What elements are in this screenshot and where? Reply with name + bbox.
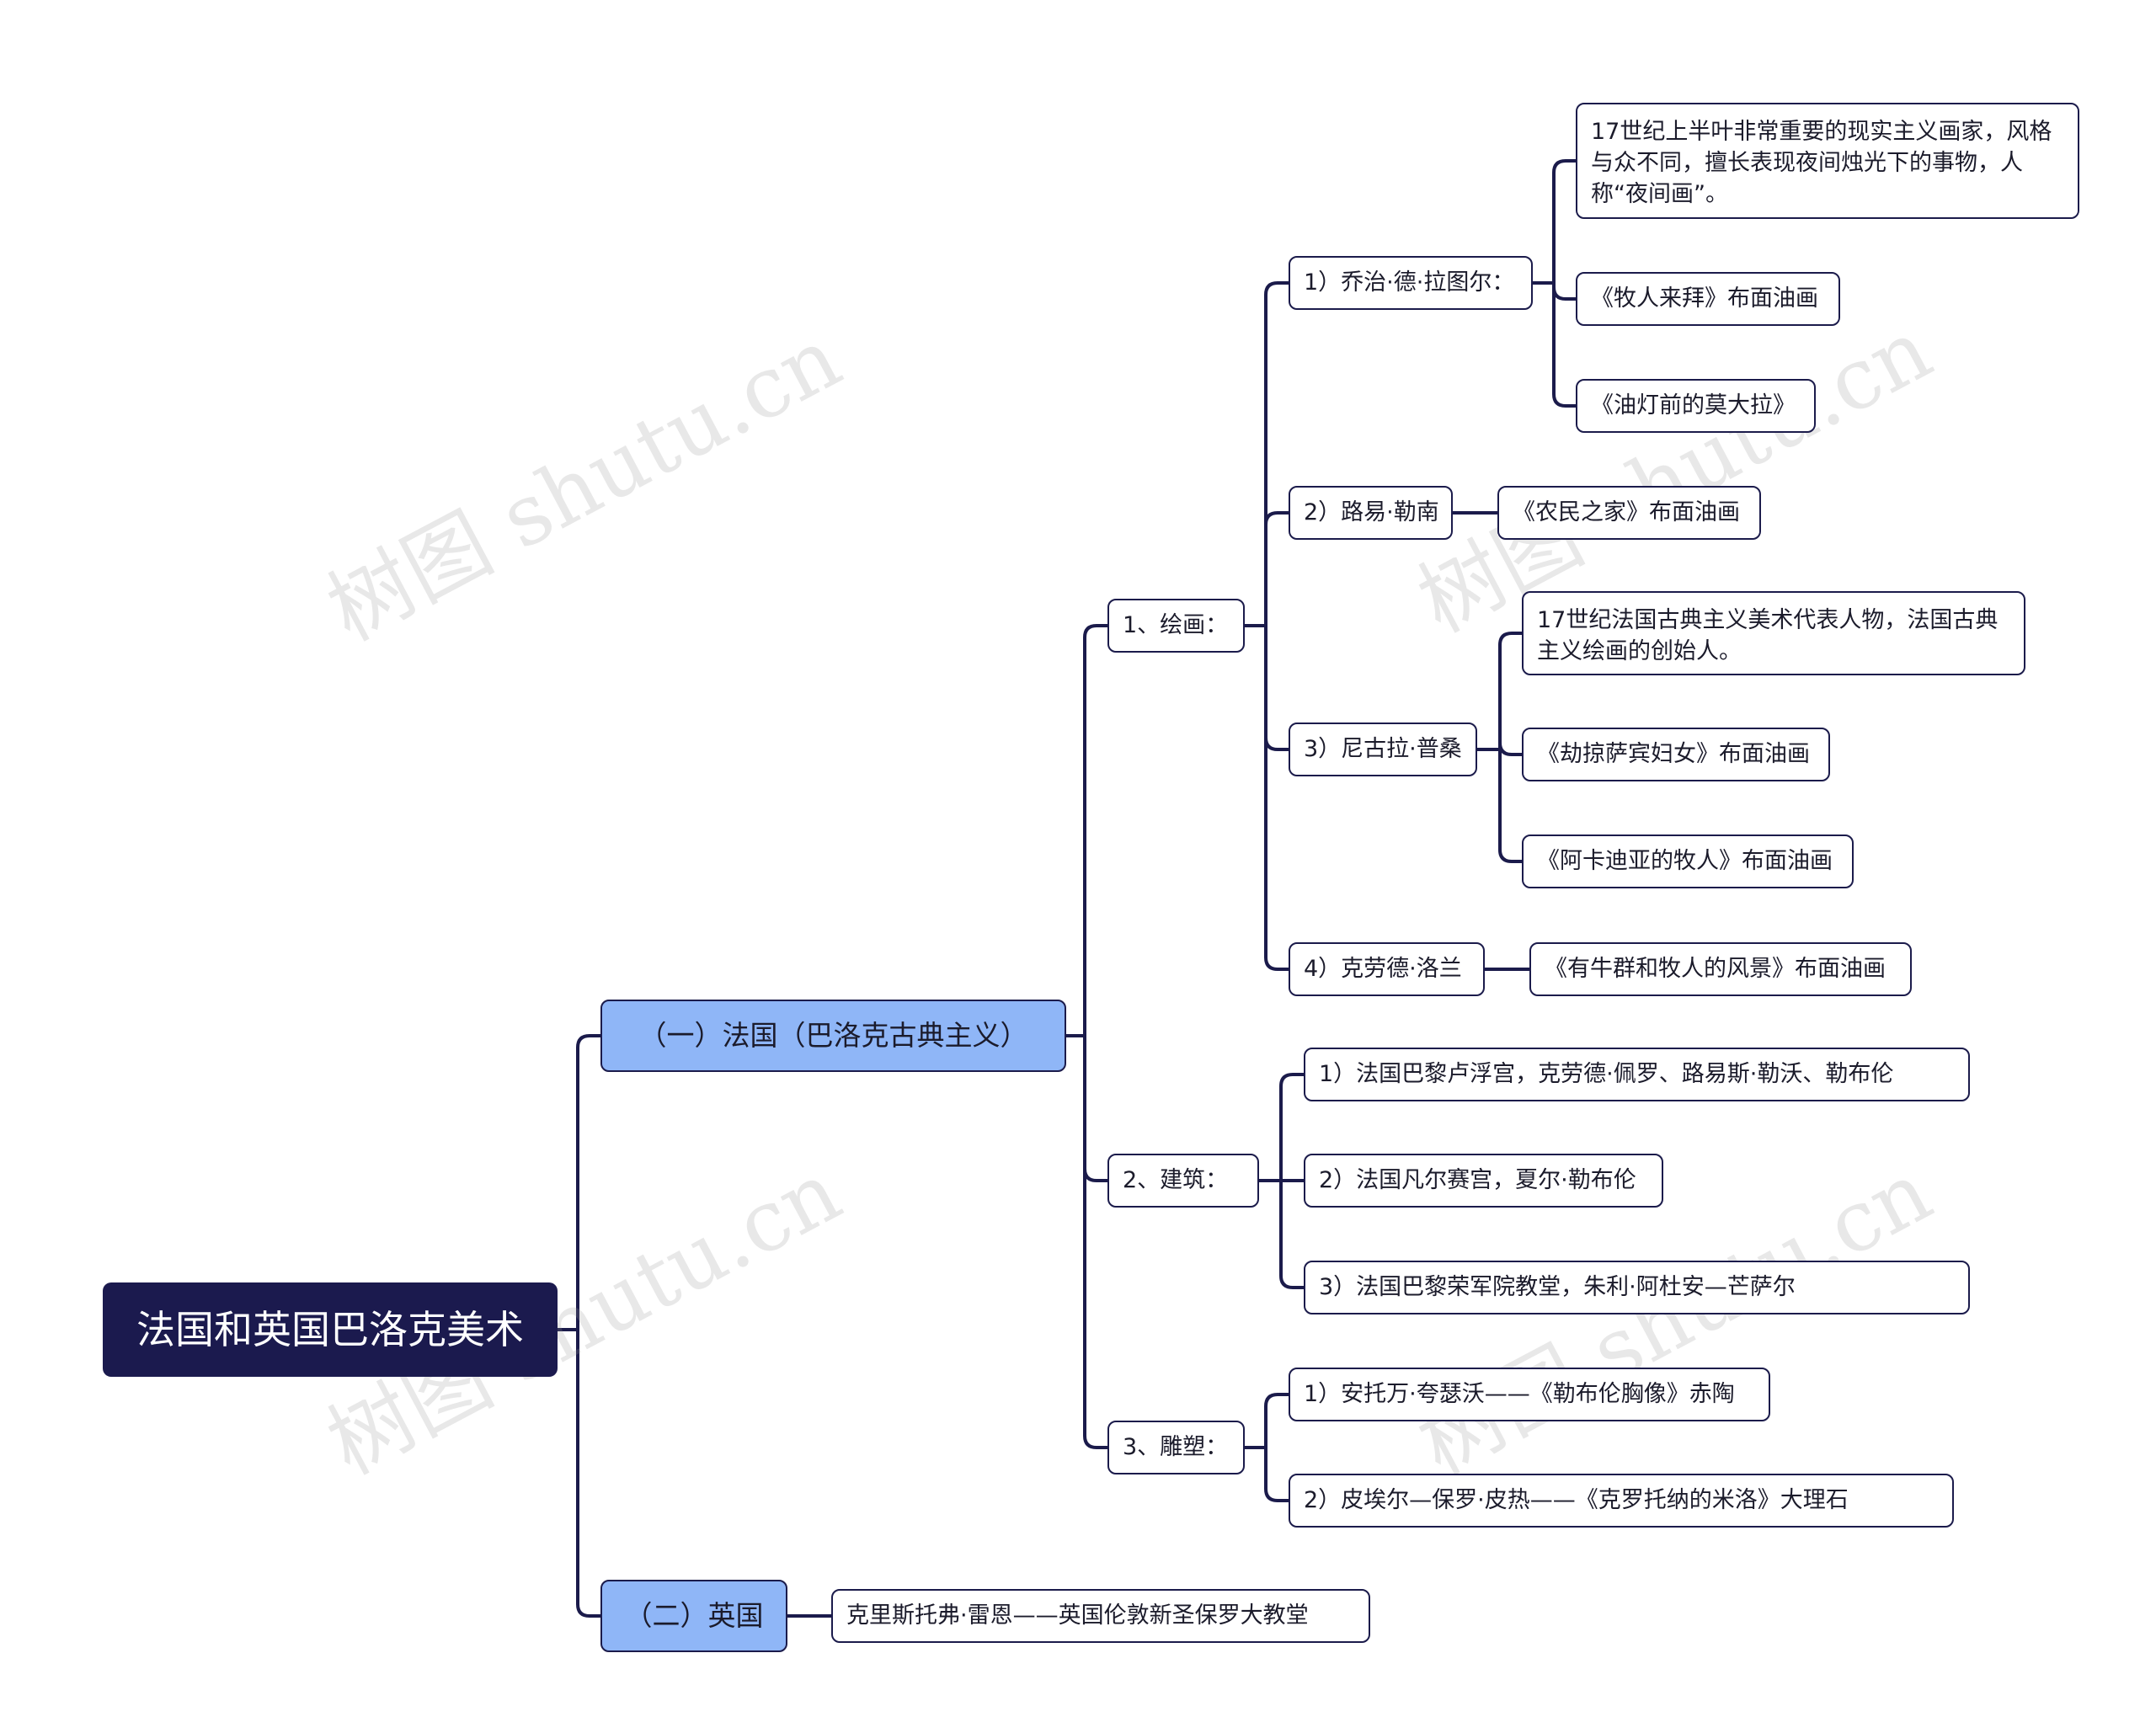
branch-england[interactable]: （二）英国: [600, 1580, 787, 1652]
root-topic[interactable]: 法国和英国巴洛克美术: [103, 1282, 558, 1377]
connector-line: [1533, 159, 1576, 285]
latour-work[interactable]: 《牧人来拜》布面油画: [1576, 272, 1840, 326]
connector-line: [1066, 1034, 1107, 1182]
connector-line: [1245, 1446, 1289, 1502]
connector-line: [558, 1034, 600, 1331]
painter-latour[interactable]: 1）乔治·德·拉图尔：: [1289, 256, 1533, 310]
poussin-work[interactable]: 《劫掠萨宾妇女》布面油画: [1522, 728, 1830, 781]
sculpture-item[interactable]: 1）安托万·夸瑟沃——《勒布伦胸像》赤陶: [1289, 1368, 1770, 1421]
connector-line: [1245, 1393, 1289, 1449]
connector-line: [1477, 748, 1522, 863]
architecture-item[interactable]: 3）法国巴黎荣军院教堂，朱利·阿杜安—芒萨尔: [1304, 1261, 1970, 1314]
category-architecture[interactable]: 2、建筑：: [1107, 1154, 1259, 1208]
latour-work[interactable]: 《油灯前的莫大拉》: [1576, 379, 1816, 433]
connector-line: [1533, 281, 1576, 301]
poussin-description[interactable]: 17世纪法国古典主义美术代表人物，法国古典主义绘画的创始人。: [1522, 591, 2025, 675]
painter-lenain[interactable]: 2）路易·勒南: [1289, 486, 1453, 540]
watermark: 树图 shutu.cn: [312, 308, 857, 660]
connector-line: [1066, 624, 1107, 1037]
connector-line: [1245, 511, 1289, 627]
lorrain-work[interactable]: 《有牛群和牧人的风景》布面油画: [1529, 942, 1912, 996]
latour-description[interactable]: 17世纪上半叶非常重要的现实主义画家，风格与众不同，擅长表现夜间烛光下的事物，人…: [1576, 103, 2079, 219]
connector-line: [558, 1328, 600, 1618]
connector-line: [1259, 1073, 1304, 1182]
connector-line: [1245, 281, 1289, 627]
sculpture-item[interactable]: 2）皮埃尔—保罗·皮热——《克罗托纳的米洛》大理石: [1289, 1474, 1954, 1528]
connector-line: [1245, 624, 1289, 751]
poussin-work[interactable]: 《阿卡迪亚的牧人》布面油画: [1522, 835, 1854, 888]
connector-line: [1066, 1034, 1107, 1449]
painter-lorrain[interactable]: 4）克劳德·洛兰: [1289, 942, 1485, 996]
architecture-item[interactable]: 1）法国巴黎卢浮宫，克劳德·佩罗、路易斯·勒沃、勒布伦: [1304, 1048, 1970, 1101]
connector-line: [1245, 624, 1289, 971]
connector-line: [1477, 632, 1522, 751]
branch-france[interactable]: （一）法国（巴洛克古典主义）: [600, 1000, 1066, 1072]
connector-line: [1477, 742, 1522, 756]
category-painting[interactable]: 1、绘画：: [1107, 599, 1245, 653]
england-item[interactable]: 克里斯托弗·雷恩——英国伦敦新圣保罗大教堂: [831, 1589, 1370, 1643]
category-sculpture[interactable]: 3、雕塑：: [1107, 1421, 1245, 1474]
connector-line: [1533, 281, 1576, 408]
connector-line: [1259, 1179, 1304, 1289]
architecture-item[interactable]: 2）法国凡尔赛宫，夏尔·勒布伦: [1304, 1154, 1663, 1208]
painter-poussin[interactable]: 3）尼古拉·普桑: [1289, 723, 1477, 776]
lenain-work[interactable]: 《农民之家》布面油画: [1497, 486, 1761, 540]
